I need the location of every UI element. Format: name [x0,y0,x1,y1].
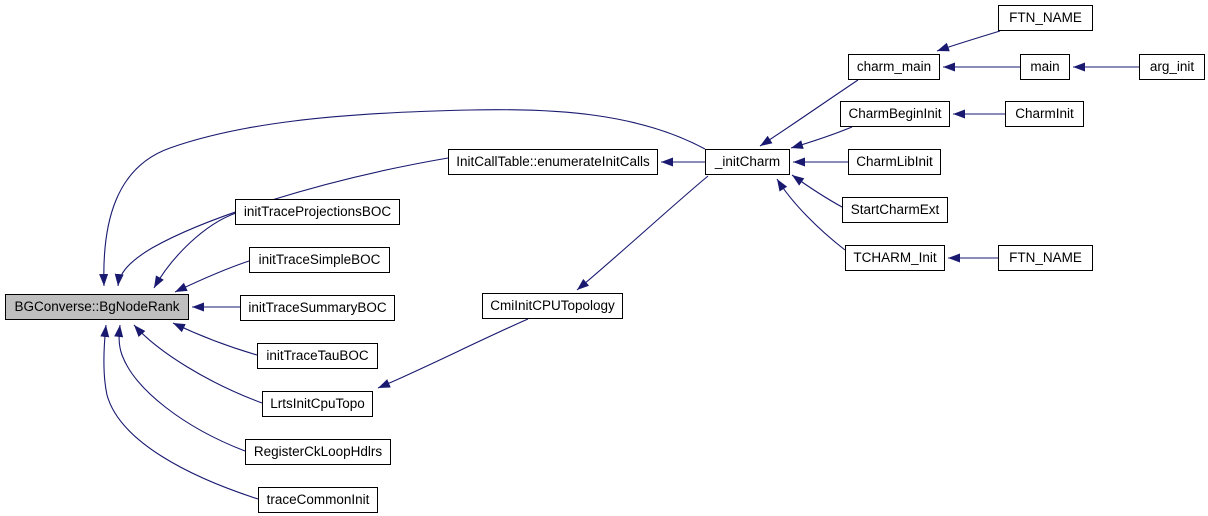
edge-startcharmext-to-initcharm [791,174,843,208]
node-ftn-name-bottom[interactable]: FTN_NAME [998,245,1093,271]
node-charmbegininit[interactable]: CharmBeginInit [840,101,950,127]
edge-enumerateinitcalls-to-bgnoderank [114,157,449,287]
node-initcalltable-enumerateinitcalls[interactable]: InitCallTable::enumerateInitCalls [448,149,658,175]
edge-tracecommoninit-to-bgnoderank [100,324,259,500]
node-charm-main[interactable]: charm_main [848,54,940,80]
node-inittraceprojectionsboc[interactable]: initTraceProjectionsBOC [235,199,400,225]
edge-lrtsinitcputopo-to-bgnoderank [133,324,263,404]
node-bgconverse-bgnoderank: BGConverse::BgNodeRank [5,294,189,320]
node-initcharm[interactable]: _initCharm [705,149,790,175]
node-inittracesummaryboc[interactable]: initTraceSummaryBOC [240,295,395,321]
edge-inittraceprojectionsboc-to-bgnoderank [153,212,237,289]
edge-charmbegininit-to-initcharm [790,126,853,149]
edge-registerckloophdlrs-to-bgnoderank [114,324,246,452]
edge-initcharm-to-cmiinitcputopology [576,175,709,291]
edge-cmiinitcputopology-to-lrtsinitcputopo [377,318,529,389]
node-main[interactable]: main [1020,54,1070,80]
node-registerckloophdlrs[interactable]: RegisterCkLoopHdlrs [245,439,391,465]
node-startcharmext[interactable]: StartCharmExt [842,197,948,223]
node-arg-init[interactable]: arg_init [1139,54,1205,80]
node-inittracesimpleboc[interactable]: initTraceSimpleBOC [249,247,390,273]
node-charmlibinit[interactable]: CharmLibInit [848,149,941,175]
edge-inittracesimpleboc-to-bgnoderank [174,260,250,293]
node-cmiinitcputopology[interactable]: CmiInitCPUTopology [482,293,623,319]
node-tracecommoninit[interactable]: traceCommonInit [258,487,378,513]
node-tcharm-init[interactable]: TCHARM_Init [845,245,945,271]
node-ftn-name-top[interactable]: FTN_NAME [998,5,1093,31]
edge-ftn-name-top-to-charm-main [936,30,1001,52]
edge-initcharm-to-bgnoderank [99,109,706,287]
node-lrtsinitcputopo[interactable]: LrtsInitCpuTopo [262,391,373,417]
node-inittracetauboc[interactable]: initTraceTauBOC [257,343,378,369]
node-charminit[interactable]: CharmInit [1005,101,1084,127]
edge-inittracetauboc-to-bgnoderank [172,322,258,356]
edge-tcharm-init-to-initcharm [776,178,846,251]
edge-charm-main-to-initcharm [759,79,859,147]
